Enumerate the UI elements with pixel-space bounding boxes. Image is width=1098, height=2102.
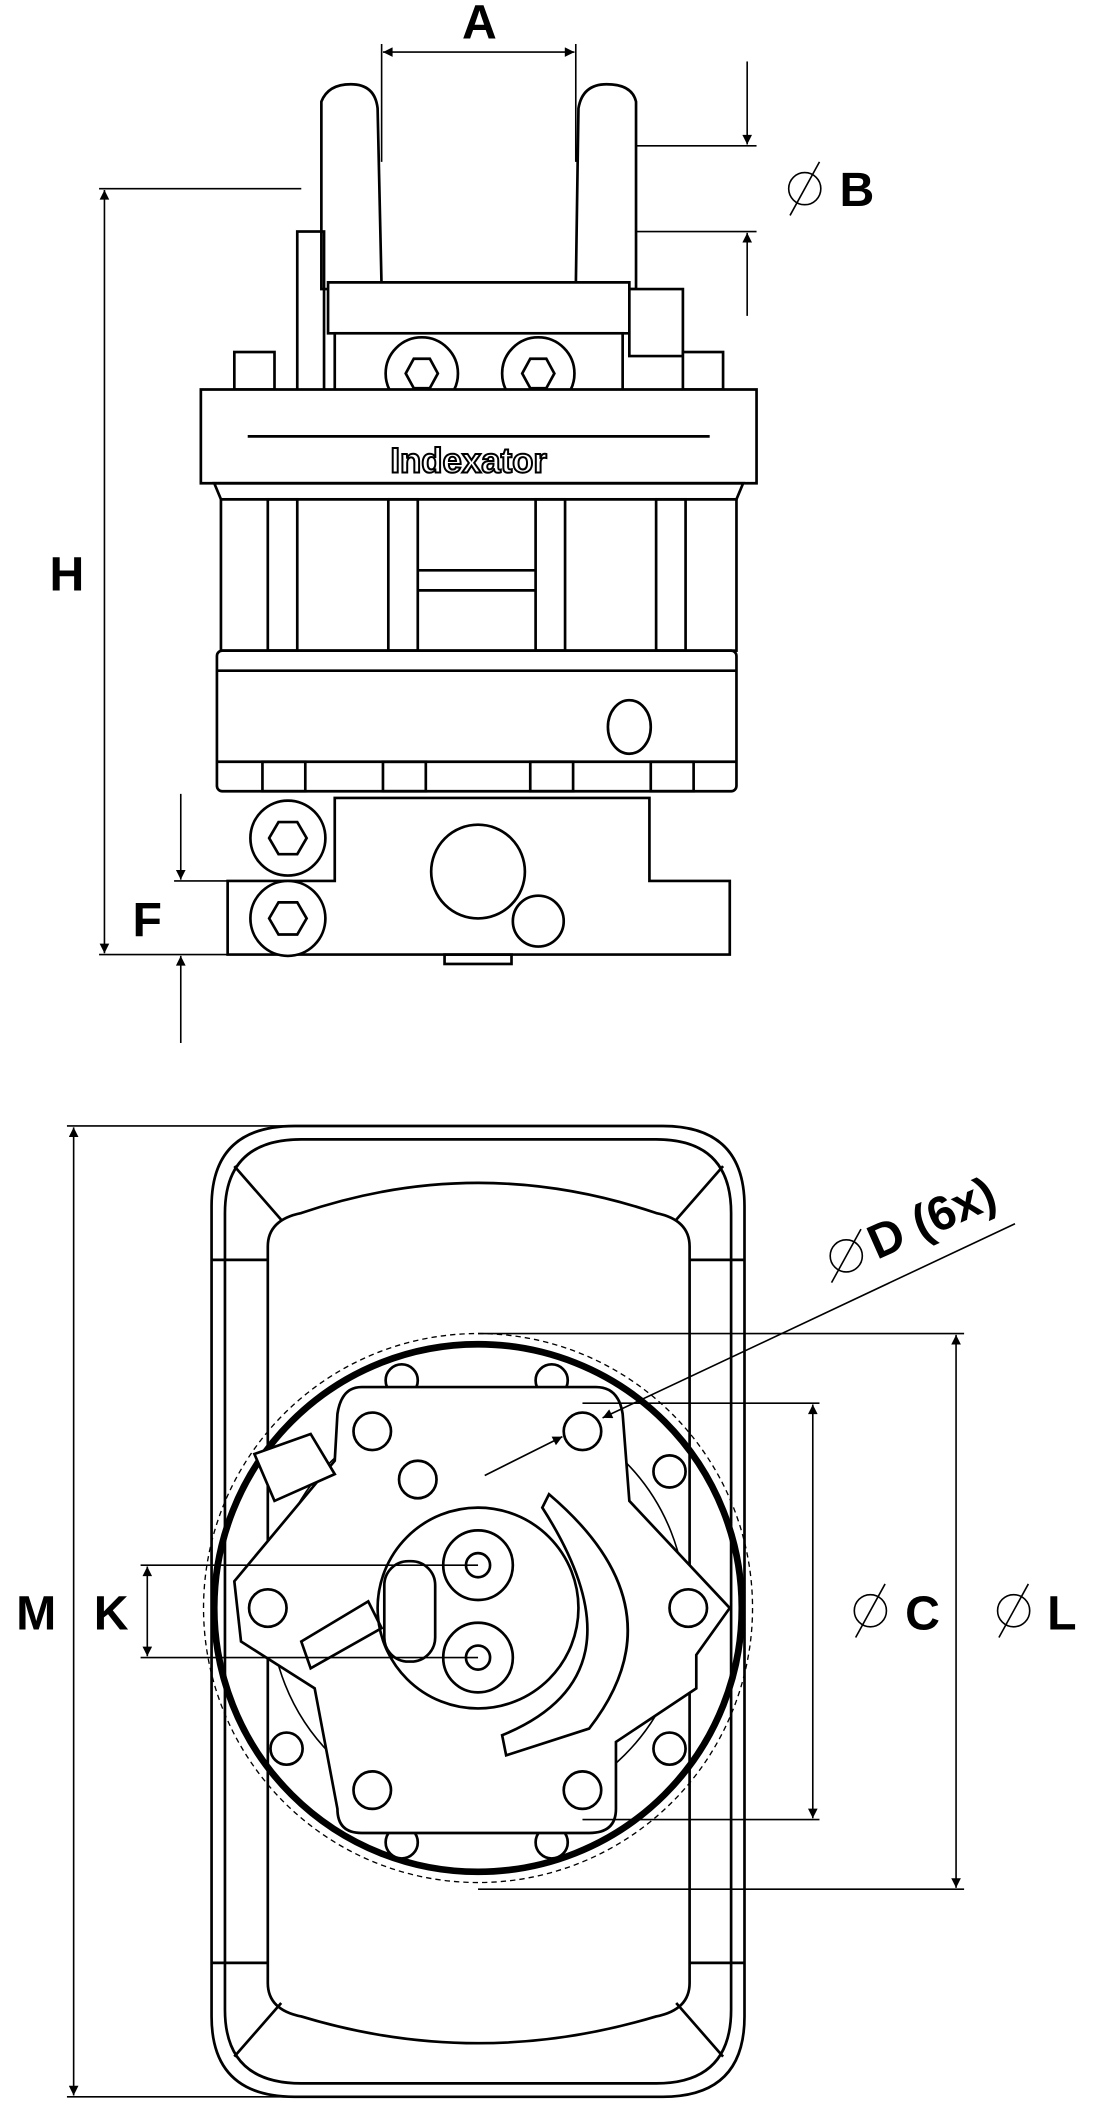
- label-f: F: [133, 893, 162, 947]
- label-k: K: [94, 1586, 129, 1640]
- label-d: D (6x): [860, 1166, 1004, 1270]
- diameter-icon: [996, 1593, 1031, 1628]
- yoke-ear-left: [320, 82, 383, 291]
- dimension-f: F: [133, 793, 255, 1043]
- dimension-b: B: [636, 61, 875, 316]
- brand-logo: Indexator: [390, 442, 547, 481]
- bottom-view: [202, 1124, 754, 2099]
- dimension-k: K: [94, 1564, 479, 1659]
- mount-hole: [668, 1587, 709, 1629]
- diameter-icon: [787, 171, 822, 206]
- label-h: H: [50, 547, 85, 601]
- dimension-h: H: [50, 187, 302, 956]
- hose-fitting: [249, 879, 327, 958]
- mount-hole: [352, 1411, 393, 1452]
- mount-hole: [562, 1411, 603, 1452]
- mount-hole: [352, 1770, 393, 1811]
- label-b: B: [840, 163, 875, 217]
- label-a: A: [462, 0, 497, 50]
- motor-housing: [215, 649, 738, 793]
- diameter-icon: [829, 1238, 864, 1273]
- mount-hole: [247, 1587, 288, 1629]
- bolt-circle-l: [202, 1332, 754, 1884]
- dimension-l: L: [478, 1332, 1077, 1891]
- dimension-m: M: [16, 1125, 483, 2098]
- outer-frame: [210, 1124, 746, 2099]
- dimension-a: A: [380, 0, 577, 162]
- hose-fitting: [249, 799, 327, 877]
- bearing-ring: [210, 1340, 746, 1876]
- label-m: M: [16, 1586, 56, 1640]
- yoke-plate: [326, 281, 631, 335]
- mount-hole: [562, 1770, 603, 1811]
- side-view: Indexator: [199, 82, 758, 966]
- dimension-c: C: [582, 1402, 940, 1821]
- diameter-icon: [853, 1593, 888, 1628]
- label-l: L: [1047, 1586, 1076, 1640]
- yoke-ear-right: [574, 82, 638, 291]
- label-c: C: [905, 1586, 940, 1640]
